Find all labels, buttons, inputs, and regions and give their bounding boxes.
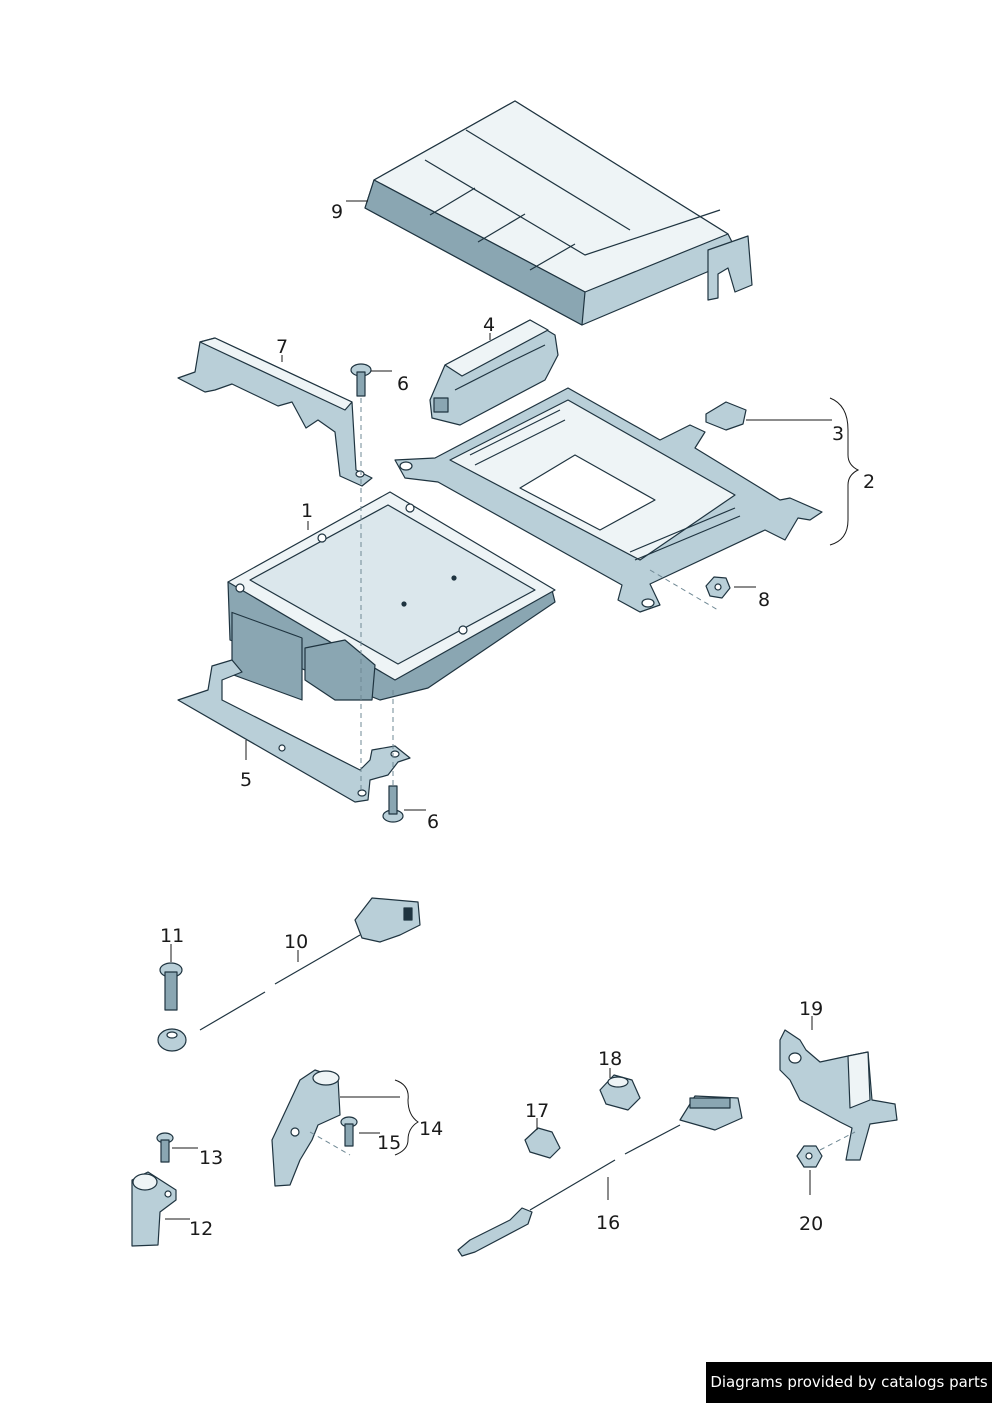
part-5-lower-frame [177, 659, 411, 803]
part-17-clip [524, 1127, 561, 1159]
part-1-control-unit [227, 491, 556, 701]
callout-20: 20 [799, 1213, 823, 1235]
callout-9: 9 [331, 201, 343, 223]
callout-12: 12 [189, 1218, 213, 1240]
callout-19: 19 [799, 998, 823, 1020]
part-3-pad [705, 401, 747, 431]
callout-2: 2 [863, 471, 875, 493]
part-10-sensor-eye [157, 1028, 187, 1052]
part-15-screw [309, 1116, 358, 1156]
callout-18: 18 [598, 1048, 622, 1070]
callout-6-upper: 6 [397, 373, 409, 395]
callouts: 1 2 3 4 5 6 6 7 8 9 10 11 12 13 14 15 16… [160, 201, 875, 1240]
callout-15: 15 [377, 1132, 401, 1154]
part-10-sensor-cable [199, 897, 421, 1031]
callout-11: 11 [160, 925, 184, 947]
part-6-screw-upper [350, 363, 372, 397]
leader-lines [165, 200, 860, 1220]
part-9-cover [364, 100, 753, 326]
part-7-bracket [177, 337, 373, 487]
callout-14: 14 [419, 1118, 443, 1140]
callout-6-lower: 6 [427, 811, 439, 833]
callout-10: 10 [284, 931, 308, 953]
part-11-bolt [159, 962, 183, 1011]
part-12-sensor [131, 1171, 177, 1247]
callout-4: 4 [483, 314, 495, 336]
callout-1: 1 [301, 500, 313, 522]
callout-13: 13 [199, 1147, 223, 1169]
callout-17: 17 [525, 1100, 549, 1122]
callout-16: 16 [596, 1212, 620, 1234]
part-16-oxygen-sensor [457, 1095, 743, 1257]
callout-7: 7 [276, 336, 288, 358]
part-20-nut [796, 1131, 856, 1168]
part-6-screw-lower [382, 785, 404, 823]
credit-banner: Diagrams provided by catalogs parts [706, 1362, 992, 1403]
part-4-connector-block [429, 319, 559, 426]
callout-5: 5 [240, 769, 252, 791]
part-19-bracket [779, 1029, 898, 1161]
part-13-screw [156, 1132, 174, 1163]
part-8-nut [705, 576, 731, 599]
part-18-clip [599, 1074, 641, 1111]
callout-3: 3 [832, 423, 844, 445]
assembly-lines [360, 398, 719, 790]
part-2-mounting-plate [394, 387, 823, 613]
part-14-sensor [271, 1069, 341, 1187]
callout-8: 8 [758, 589, 770, 611]
